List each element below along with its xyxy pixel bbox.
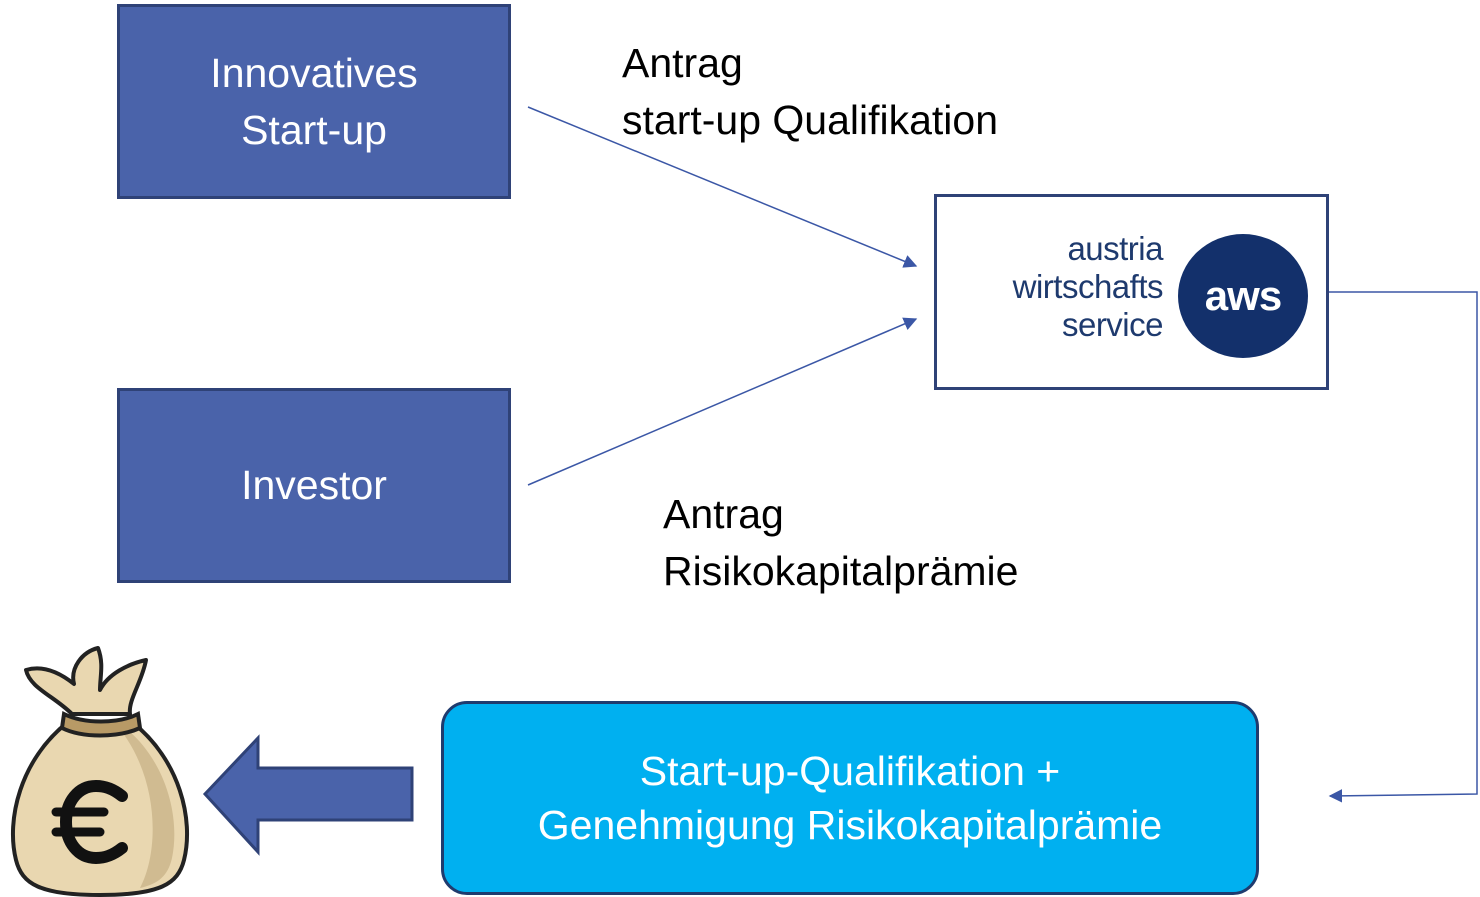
connector-investor-to-aws bbox=[527, 317, 918, 486]
aws-wordmark-line1: austria bbox=[1067, 230, 1163, 267]
aws-logo-box: austria wirtschafts service aws bbox=[934, 194, 1329, 390]
aws-badge: aws bbox=[1178, 234, 1308, 358]
edge-label-bottom-line1: Antrag bbox=[663, 491, 784, 537]
startup-line1: Innovatives bbox=[210, 49, 418, 96]
investor-box: Investor bbox=[117, 388, 511, 583]
result-box: Start-up-Qualifikation + Genehmigung Ris… bbox=[441, 701, 1259, 895]
edge-label-top-line2: start-up Qualifikation bbox=[622, 97, 999, 143]
edge-label-risk-capital-application: Antrag Risikokapitalprämie bbox=[663, 486, 1018, 600]
aws-wordmark: austria wirtschafts service bbox=[1012, 230, 1164, 344]
result-line1: Start-up-Qualifikation + bbox=[639, 748, 1061, 794]
aws-wordmark-line3: service bbox=[1061, 306, 1164, 343]
edge-label-startup-application: Antrag start-up Qualifikation bbox=[622, 35, 998, 149]
aws-wordmark-line2: wirtschafts bbox=[1012, 268, 1164, 305]
edge-label-top-line1: Antrag bbox=[622, 40, 743, 86]
startup-line2: Start-up bbox=[241, 106, 387, 153]
startup-box: Innovatives Start-up bbox=[117, 4, 511, 199]
money-bag-euro-icon bbox=[11, 646, 189, 897]
result-line2: Genehmigung Risikokapitalprämie bbox=[537, 802, 1163, 848]
investor-label: Investor bbox=[241, 462, 387, 508]
edge-label-bottom-line2: Risikokapitalprämie bbox=[663, 548, 1019, 594]
block-arrow-left-icon bbox=[202, 734, 414, 856]
connector-aws-to-result bbox=[1328, 291, 1478, 803]
